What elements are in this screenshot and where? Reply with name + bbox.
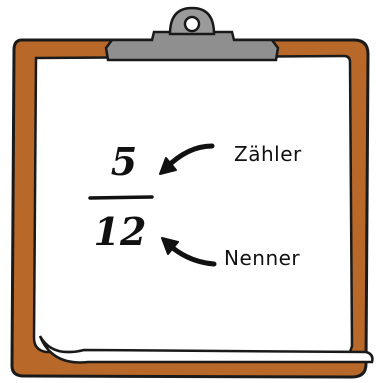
metal-clip-icon: [106, 32, 278, 60]
paper-sheet: [34, 56, 352, 352]
numerator-label: Zähler: [234, 142, 302, 166]
clip-hole: [185, 17, 199, 31]
fraction-denominator: 12: [84, 212, 156, 252]
denominator-label: Nenner: [224, 246, 300, 270]
fraction-bar: [90, 197, 152, 198]
fraction-numerator: 5: [96, 142, 152, 182]
